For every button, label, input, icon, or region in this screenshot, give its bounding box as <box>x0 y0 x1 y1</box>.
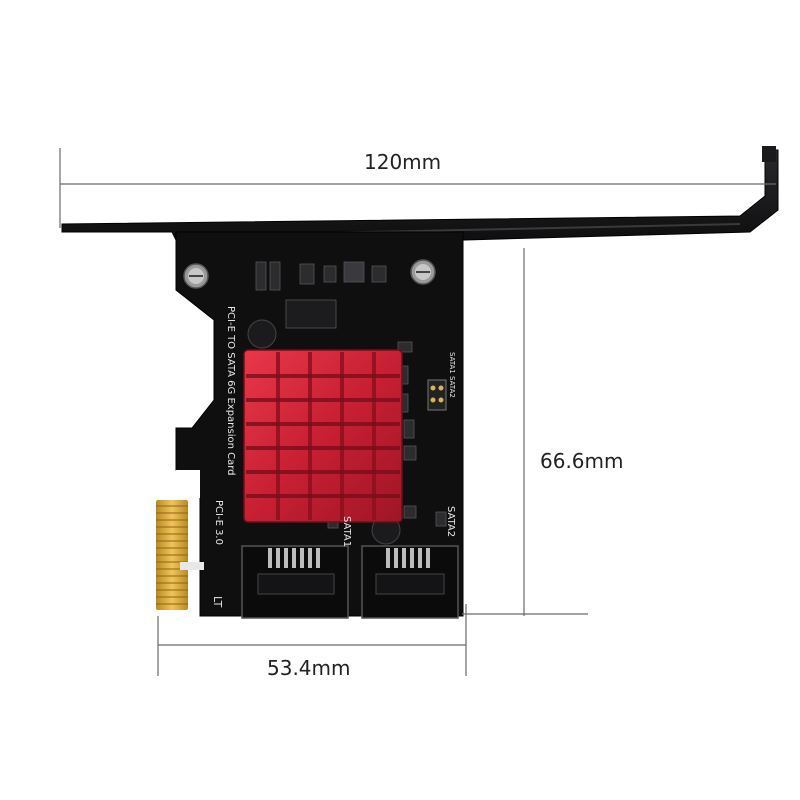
silkscreen-header-label: SATA1 SATA2 <box>448 352 456 398</box>
screw-left <box>183 263 209 289</box>
length-dimension-label: 53.4mm <box>267 656 351 680</box>
height-dimension-label: 66.6mm <box>540 449 624 473</box>
dimension-lines <box>59 148 776 676</box>
silkscreen-version: PCI-E 3.0 <box>213 500 224 545</box>
gold-fingers <box>156 500 204 610</box>
pin-headers <box>427 379 447 411</box>
capacitor-top <box>247 319 277 349</box>
silkscreen-corner-mark: LT <box>211 596 224 608</box>
screw-right <box>410 259 436 285</box>
sata-connector-2 <box>361 545 459 619</box>
width-dimension-label: 120mm <box>364 150 442 174</box>
silkscreen-sata2: SATA2 <box>445 506 456 537</box>
heatsink <box>243 349 403 523</box>
silkscreen-sata1: SATA1 <box>341 516 352 547</box>
silkscreen-title: PCI-E TO SATA 6G Expansion Card <box>225 306 236 476</box>
sata-connector-1 <box>241 545 349 619</box>
